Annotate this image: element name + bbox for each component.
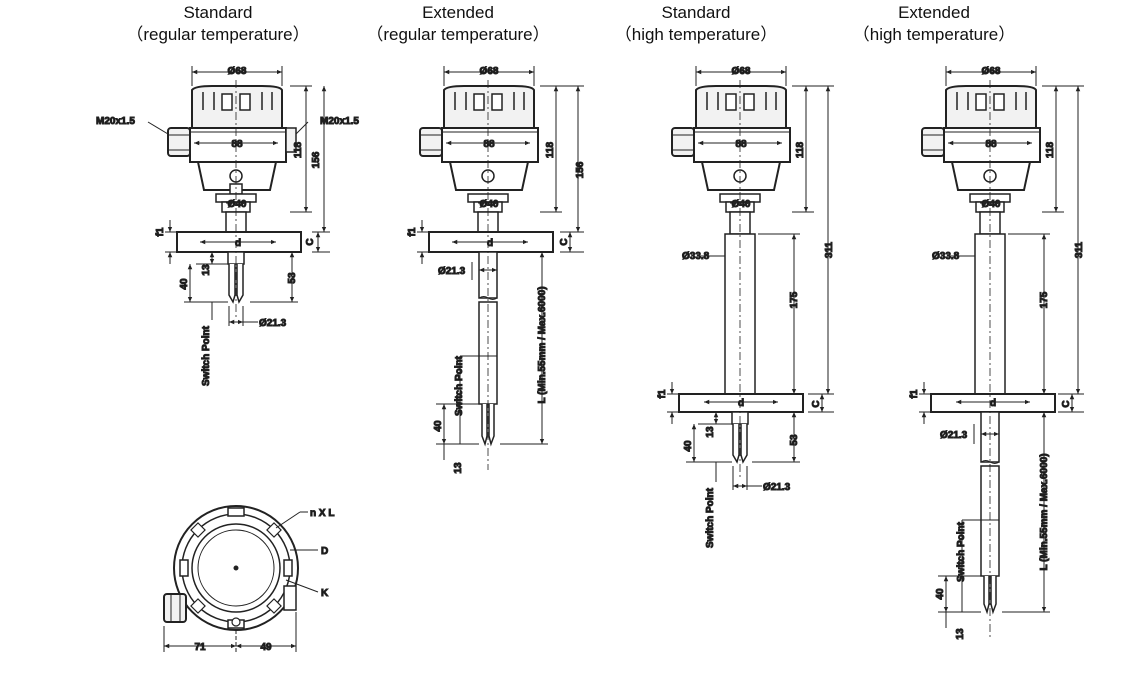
label-length-l: L (Min.55mm / Max.6000) (537, 286, 548, 403)
label-diameter-68: Ø68 (732, 66, 751, 77)
label-switch-point: Switch Point (705, 487, 716, 548)
column-title-4: Extended （high temperature） (824, 2, 1044, 46)
label-flange-d: d (235, 238, 241, 249)
column-title-sub: （regular temperature） (366, 25, 550, 44)
drawing-extended-regular (417, 66, 584, 470)
label-height-40: 40 (935, 588, 946, 600)
label-height-311: 311 (824, 241, 835, 258)
label-diameter-40: Ø40 (228, 199, 247, 210)
label-length-l: L (Min.55mm / Max.6000) (1039, 453, 1050, 570)
column-title-main: Standard (183, 3, 253, 22)
label-diameter-40: Ø40 (982, 199, 1001, 210)
label-flange-f1: f1 (155, 227, 166, 236)
label-width-49: 49 (260, 642, 272, 653)
label-bolt-circle: K (321, 588, 329, 599)
drawing-standard-high (667, 66, 834, 490)
label-flange-f1: f1 (407, 227, 418, 236)
label-diameter-40: Ø40 (480, 199, 499, 210)
label-width-71: 71 (194, 642, 206, 653)
label-flange-diameter: D (321, 546, 328, 557)
column-title-1: Standard （regular temperature） (108, 2, 328, 46)
column-title-2: Extended （regular temperature） (348, 2, 568, 46)
label-height-175: 175 (789, 291, 800, 308)
label-thread-m20-right: M20x1.5 (320, 116, 359, 127)
column-title-main: Standard (661, 3, 731, 22)
column-title-sub: （high temperature） (852, 25, 1016, 44)
column-title-sub: （regular temperature） (126, 25, 310, 44)
label-height-156: 156 (575, 161, 586, 178)
label-diameter-33-8: Ø33.8 (932, 251, 960, 262)
label-width-88: 88 (231, 139, 243, 150)
label-height-13: 13 (705, 426, 716, 438)
label-flange-c: C (559, 238, 570, 245)
label-flange-f1: f1 (657, 389, 668, 398)
label-diameter-33-8: Ø33.8 (682, 251, 710, 262)
label-width-88: 88 (735, 139, 747, 150)
label-height-13: 13 (453, 462, 464, 474)
label-diameter-68: Ø68 (480, 66, 499, 77)
label-bolt-holes: n X L (310, 508, 334, 519)
label-flange-c: C (1061, 400, 1072, 407)
label-diameter-21-3: Ø21.3 (438, 266, 466, 277)
label-height-118: 118 (293, 141, 304, 158)
label-width-88: 88 (483, 139, 495, 150)
column-title-main: Extended (422, 3, 494, 22)
label-diameter-21-3: Ø21.3 (259, 318, 287, 329)
label-flange-c: C (305, 238, 316, 245)
label-height-156: 156 (311, 151, 322, 168)
label-height-13: 13 (201, 264, 212, 276)
label-flange-d: d (738, 398, 744, 409)
label-height-40: 40 (683, 440, 694, 452)
label-diameter-68: Ø68 (228, 66, 247, 77)
label-flange-f1: f1 (909, 389, 920, 398)
drawing-top-view (163, 505, 319, 652)
column-title-main: Extended (898, 3, 970, 22)
label-thread-m20-left: M20x1.5 (96, 116, 135, 127)
label-diameter-40: Ø40 (732, 199, 751, 210)
label-diameter-21-3: Ø21.3 (763, 482, 791, 493)
column-title-3: Standard （high temperature） (586, 2, 806, 46)
drawing-extended-high (919, 66, 1084, 640)
drawing-standard-regular (147, 66, 330, 326)
column-title-sub: （high temperature） (614, 25, 778, 44)
label-flange-d: d (487, 238, 493, 249)
label-height-53: 53 (789, 434, 800, 446)
label-width-88: 88 (985, 139, 997, 150)
label-flange-c: C (811, 400, 822, 407)
label-height-53: 53 (287, 272, 298, 284)
label-height-118: 118 (795, 141, 806, 158)
label-switch-point: Switch Point (454, 355, 465, 416)
label-height-13: 13 (955, 628, 966, 640)
label-diameter-68: Ø68 (982, 66, 1001, 77)
label-flange-d: d (990, 398, 996, 409)
label-diameter-21-3: Ø21.3 (940, 430, 968, 441)
label-height-118: 118 (1045, 141, 1056, 158)
label-switch-point: Switch Point (201, 325, 212, 386)
label-height-40: 40 (179, 278, 190, 290)
label-switch-point: Switch Point (956, 521, 967, 582)
label-height-311: 311 (1074, 241, 1085, 258)
label-height-40: 40 (433, 420, 444, 432)
label-height-118: 118 (545, 141, 556, 158)
label-height-175: 175 (1039, 291, 1050, 308)
